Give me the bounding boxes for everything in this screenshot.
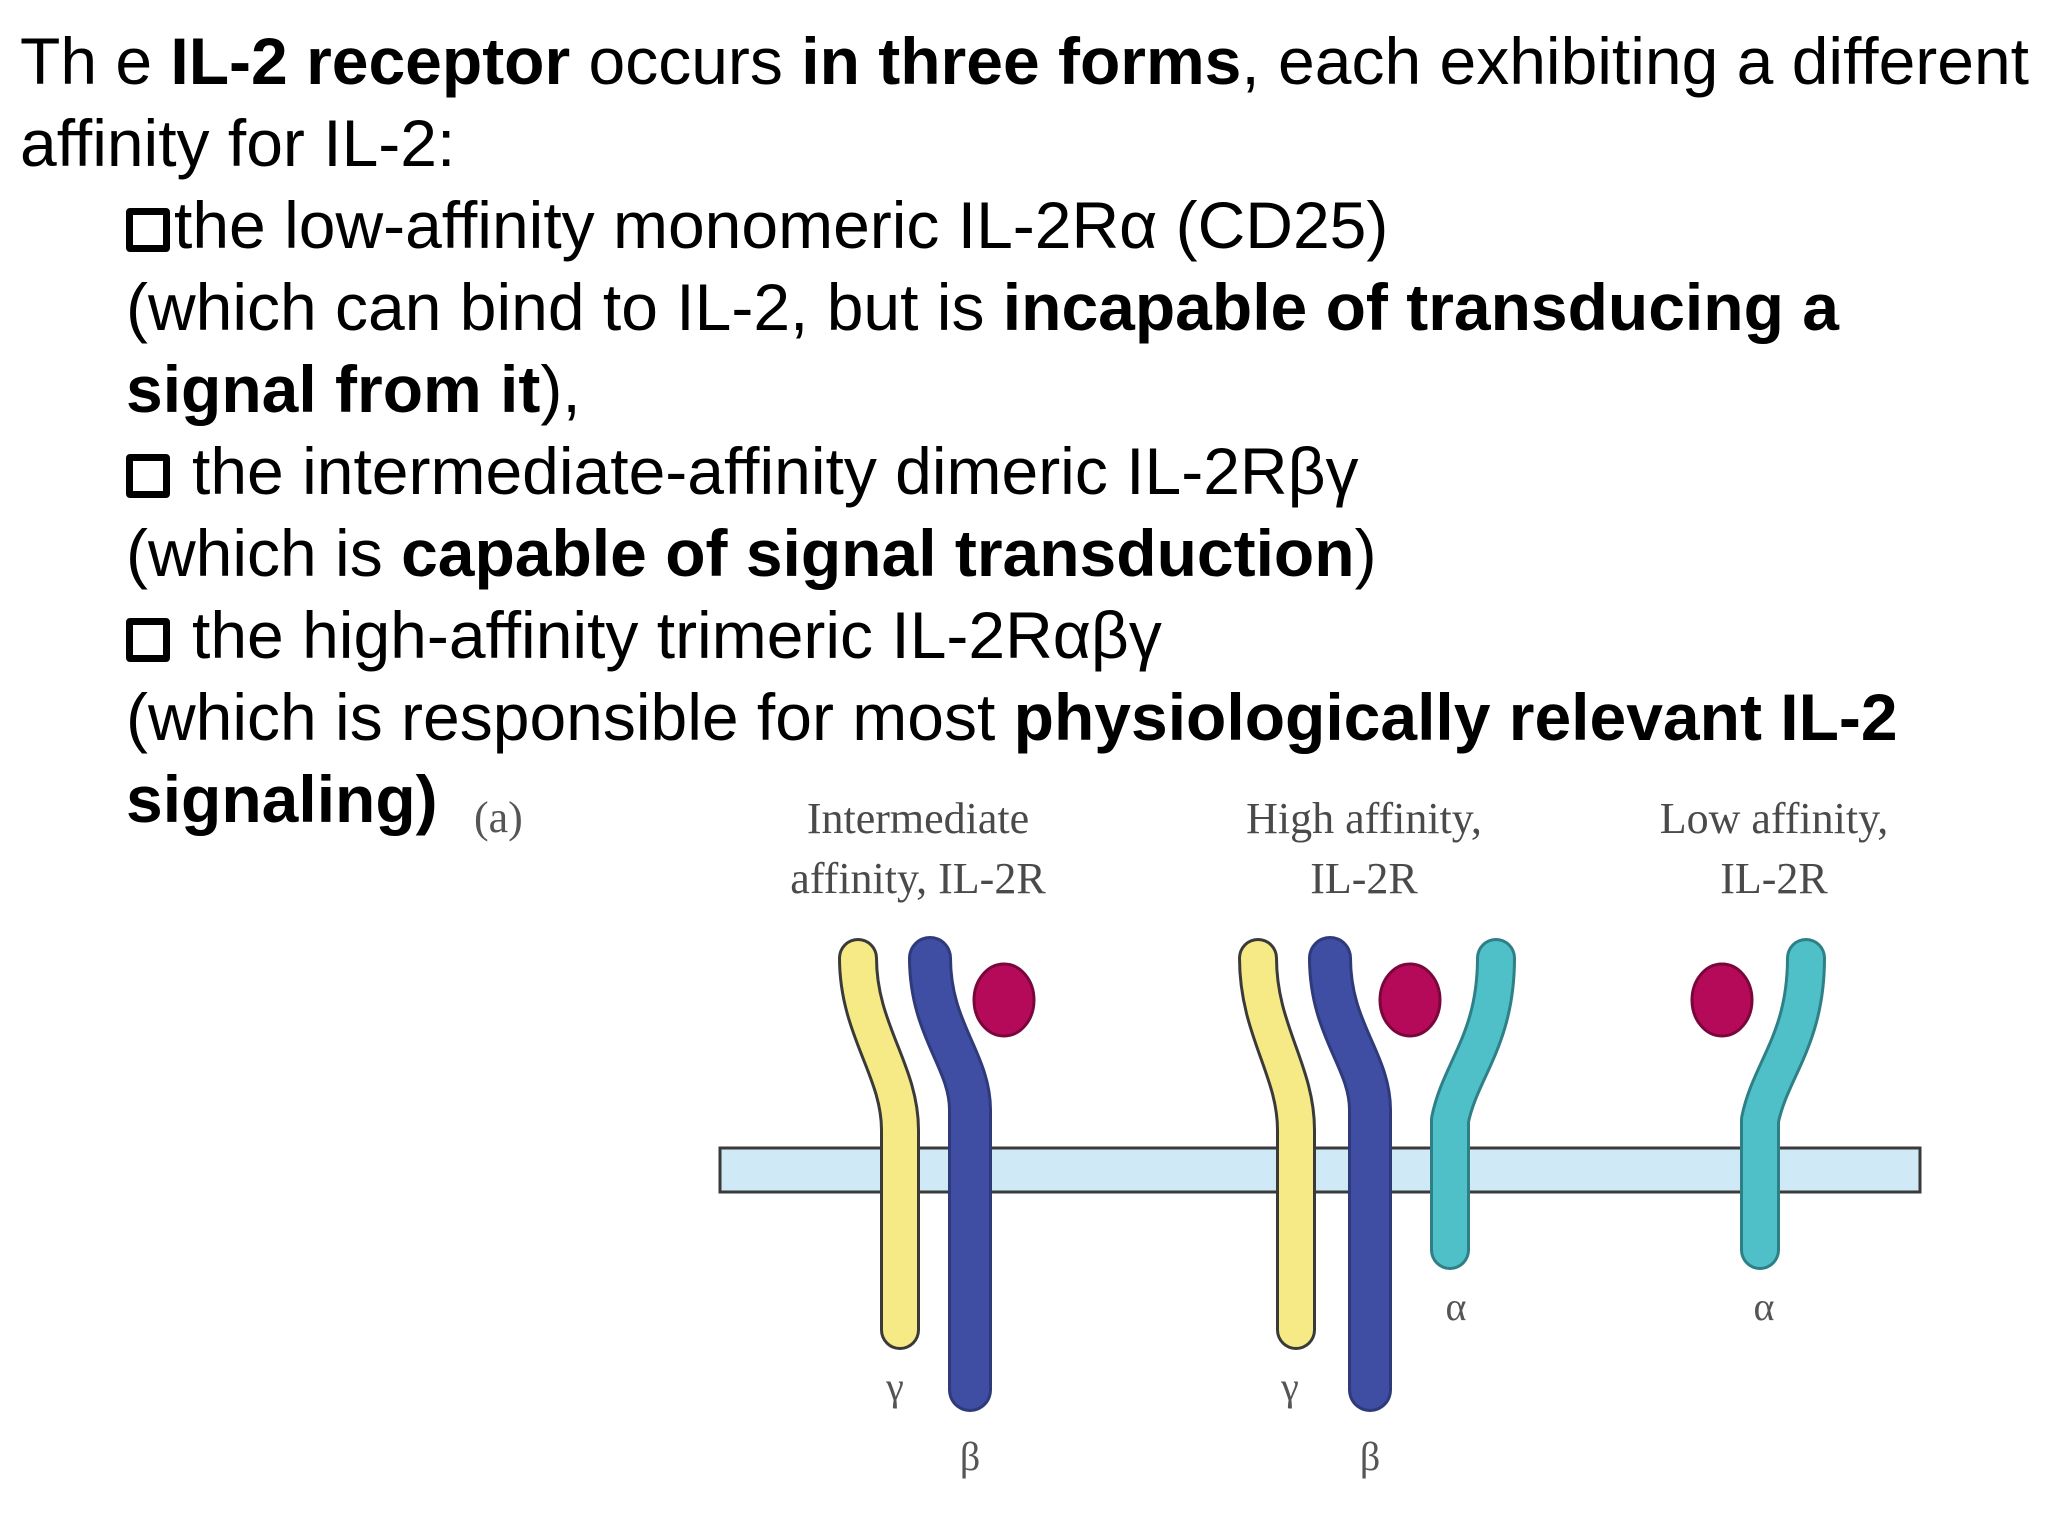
- alpha-chain: [1740, 938, 1826, 1270]
- alpha-chain: [1430, 938, 1516, 1270]
- intro-text: occurs: [570, 24, 802, 98]
- intro-text: , each exhibiting a different affinity f…: [20, 24, 2030, 180]
- form-description: (which is responsible for most physiolog…: [126, 676, 2030, 840]
- checkbox-bullet-icon: [126, 454, 170, 498]
- il2-ligand: [972, 962, 1036, 1038]
- beta-label: β: [1360, 1434, 1380, 1479]
- beta-chain: [1308, 936, 1392, 1412]
- form-desc-emphasis: capable of signal transduction: [401, 516, 1355, 590]
- gamma-label: γ: [885, 1364, 904, 1409]
- gamma-chain: [1238, 938, 1316, 1350]
- form-desc-text: ): [1354, 516, 1377, 590]
- beta-chain: [908, 936, 992, 1412]
- slide-text: Th e IL-2 receptor occurs in three forms…: [20, 20, 2030, 840]
- cell-membrane: [718, 1146, 1922, 1194]
- form-desc-text: (which is: [126, 516, 402, 590]
- il2-ligand: [1378, 962, 1442, 1038]
- alpha-label: α: [1446, 1284, 1467, 1329]
- intro-paragraph: Th e IL-2 receptor occurs in three forms…: [20, 20, 2030, 184]
- beta-label: β: [960, 1434, 980, 1479]
- form-title: the low-affinity monomeric IL-2Rα (CD25): [174, 188, 1389, 262]
- gamma-chain: [838, 938, 920, 1350]
- form-title: the high-affinity trimeric IL-2Rαβγ: [192, 598, 1162, 672]
- form-desc-text: (which can bind to IL-2, but is: [126, 270, 1003, 344]
- form-desc-emphasis: physiologically relevant IL-2 signaling): [126, 680, 1898, 836]
- form-desc-emphasis: incapable of transducing a signal from i…: [126, 270, 1839, 426]
- gamma-label: γ: [1280, 1364, 1299, 1409]
- group-label-low-line2: IL-2R: [1720, 854, 1828, 903]
- form-item-high-affinity: the high-affinity trimeric IL-2Rαβγ: [126, 594, 2030, 676]
- form-desc-text: ),: [540, 352, 581, 426]
- form-description: (which can bind to IL-2, but is incapabl…: [126, 266, 2030, 430]
- checkbox-bullet-icon: [126, 208, 170, 252]
- form-item-intermediate-affinity: the intermediate-affinity dimeric IL-2Rβ…: [126, 430, 2030, 512]
- form-description: (which is capable of signal transduction…: [126, 512, 2030, 594]
- intro-emphasis-receptor: IL-2 receptor: [170, 24, 571, 98]
- intro-emphasis-forms: in three forms: [801, 24, 1242, 98]
- form-item-low-affinity: the low-affinity monomeric IL-2Rα (CD25): [126, 184, 2030, 266]
- form-desc-text: (which is responsible for most: [126, 680, 1014, 754]
- group-label-intermediate-line2: affinity, IL-2R: [790, 854, 1046, 903]
- intro-text: Th e: [20, 24, 171, 98]
- form-title: the intermediate-affinity dimeric IL-2Rβ…: [192, 434, 1359, 508]
- checkbox-bullet-icon: [126, 618, 170, 662]
- alpha-label: α: [1754, 1284, 1775, 1329]
- group-label-high-line2: IL-2R: [1310, 854, 1418, 903]
- form-list: the low-affinity monomeric IL-2Rα (CD25)…: [20, 184, 2030, 840]
- il2-ligand: [1690, 962, 1754, 1038]
